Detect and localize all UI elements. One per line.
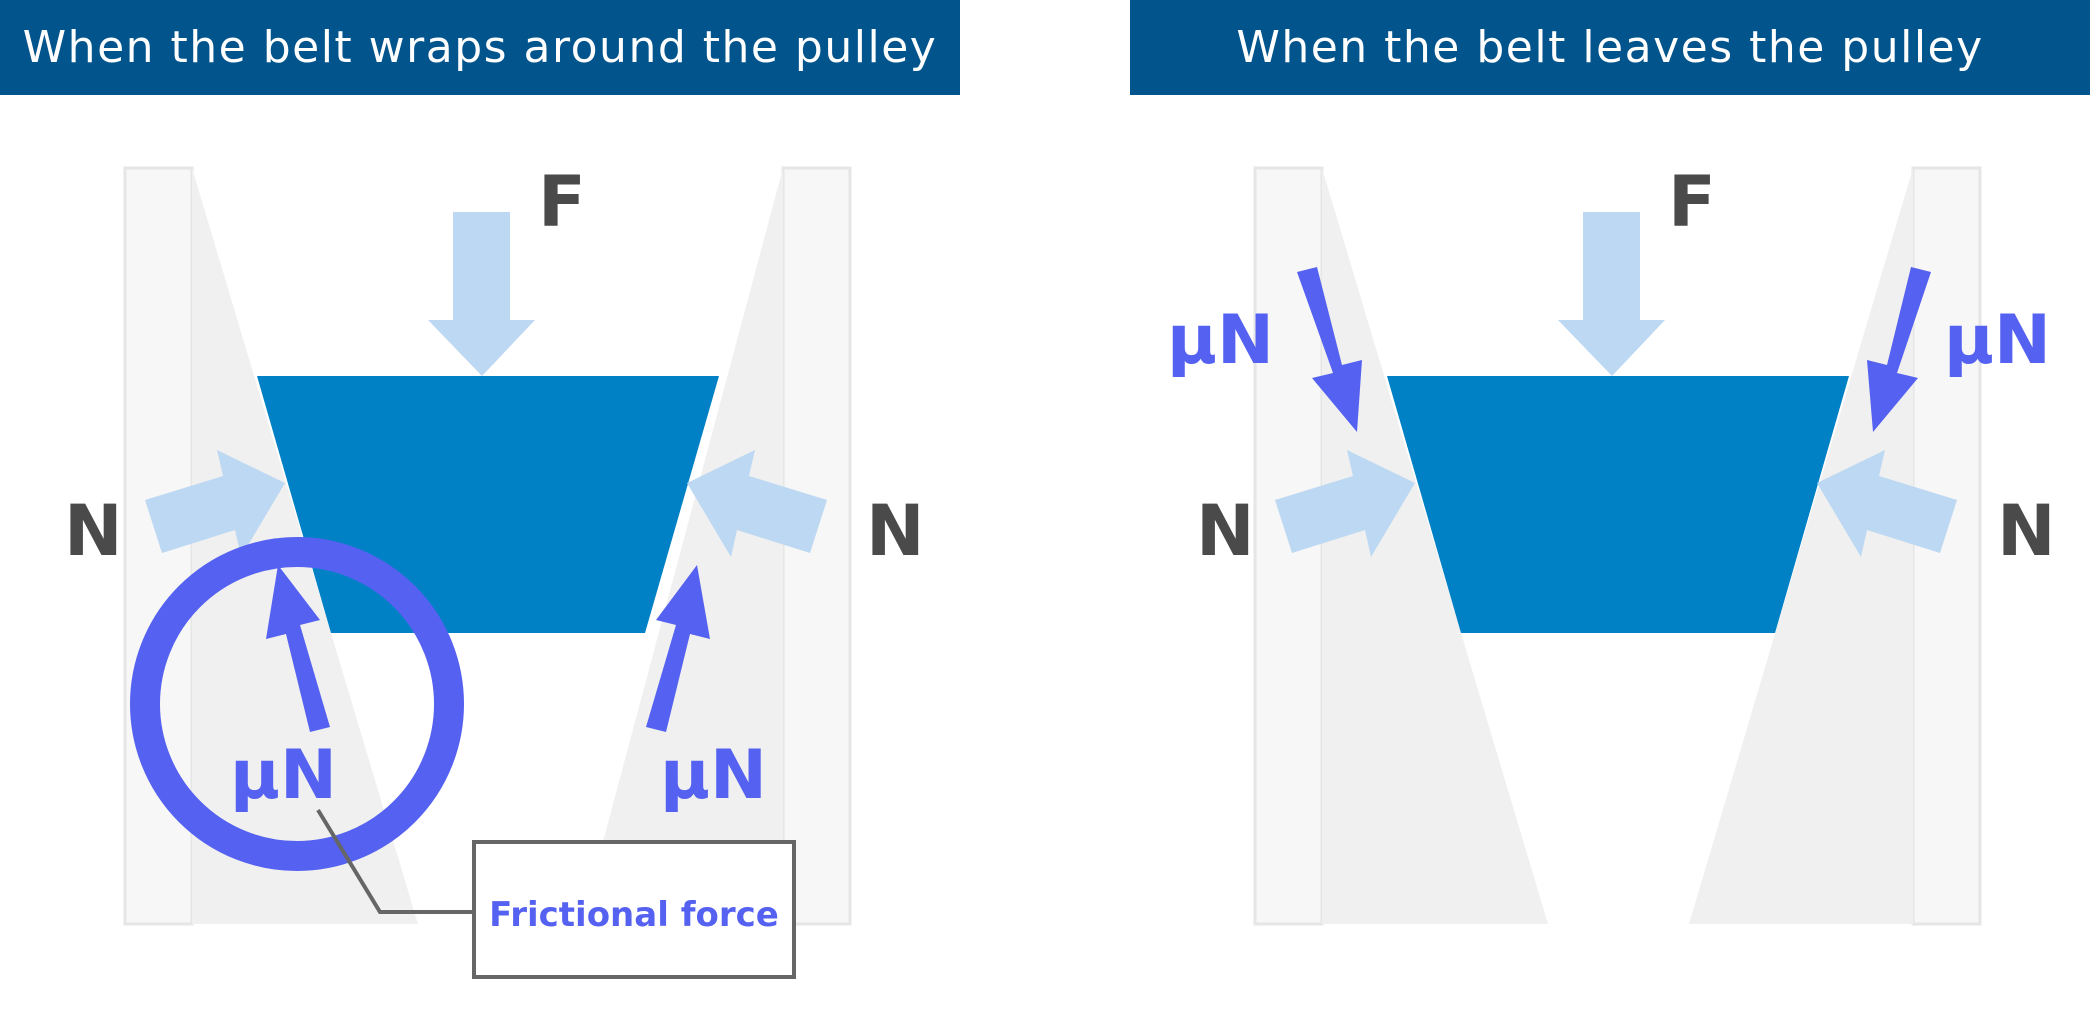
left-friction-label-left: μN xyxy=(230,736,337,815)
right-pulley-flank-right xyxy=(1689,168,1913,924)
right-force-label: F xyxy=(1668,161,1716,243)
right-pulley-flank-left xyxy=(1322,168,1548,924)
right-friction-arrow-right xyxy=(1867,267,1931,432)
right-panel-title: When the belt leaves the pulley xyxy=(1130,0,2090,95)
friction-highlight-circle xyxy=(130,537,464,871)
right-friction-label-left: μN xyxy=(1167,301,1274,380)
left-normal-arrow-right xyxy=(687,450,827,557)
left-friction-label-right: μN xyxy=(660,736,767,815)
left-pulley-flank-right xyxy=(581,168,783,924)
left-normal-label-right: N xyxy=(866,490,925,572)
left-friction-arrow-left-shape xyxy=(266,565,330,732)
left-panel-title: When the belt wraps around the pulley xyxy=(0,0,960,95)
callout-box xyxy=(472,840,796,979)
right-force-arrow xyxy=(1558,212,1665,376)
callout-leader-line xyxy=(316,808,474,914)
left-normal-arrow-left xyxy=(145,450,285,557)
right-friction-label-right: μN xyxy=(1944,301,2051,380)
left-force-label: F xyxy=(538,161,586,243)
left-force-arrow xyxy=(428,212,535,376)
right-belt xyxy=(1387,376,1849,633)
callout-text: Frictional force xyxy=(489,895,779,935)
right-normal-arrow-left xyxy=(1275,450,1415,557)
left-diagram: F N N μN μN Frictional force xyxy=(64,161,925,979)
right-friction-arrow-left xyxy=(1297,267,1362,432)
right-diagram: F N N μN μN xyxy=(1167,161,2056,926)
left-belt xyxy=(257,376,719,633)
right-normal-label-right: N xyxy=(1997,490,2056,572)
left-normal-label-left: N xyxy=(64,490,123,572)
left-friction-arrow-right xyxy=(646,565,710,732)
right-normal-arrow-right xyxy=(1817,450,1957,557)
right-normal-label-left: N xyxy=(1196,490,1255,572)
